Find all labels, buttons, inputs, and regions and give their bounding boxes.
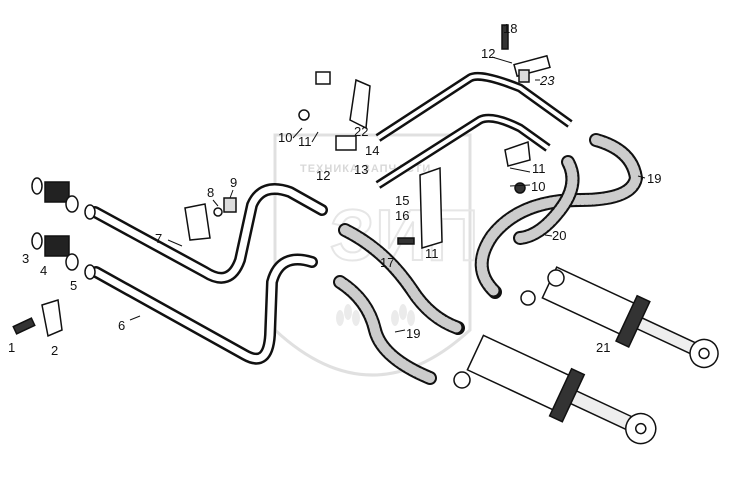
callout-7: 7 <box>155 231 162 246</box>
callout-10-right: 10 <box>531 179 545 194</box>
callout-14: 14 <box>365 143 379 158</box>
callout-3: 3 <box>22 251 29 266</box>
hydraulic-cylinders-21 <box>453 266 719 445</box>
callout-13: 13 <box>354 162 368 177</box>
callout-5: 5 <box>70 278 77 293</box>
callout-23: 23 <box>539 73 555 88</box>
callout-20: 20 <box>552 228 566 243</box>
steel-tubes-14 <box>375 71 573 189</box>
callout-11-right: 11 <box>532 161 546 176</box>
callout-11-upper: 11 <box>298 134 312 149</box>
callout-17: 17 <box>380 255 394 270</box>
callout-10-upper: 10 <box>278 130 292 145</box>
watermark-wheat-icon <box>336 304 415 326</box>
left-fittings <box>12 177 237 338</box>
callout-22: 22 <box>354 124 368 139</box>
callout-11-lower: 11 <box>425 246 439 261</box>
callout-6: 6 <box>118 318 125 333</box>
hose-7 <box>89 183 328 284</box>
callout-12-top: 12 <box>481 46 495 61</box>
callout-18: 18 <box>503 21 517 36</box>
tube-clamps <box>298 24 551 249</box>
callout-19-lower: 19 <box>406 326 420 341</box>
callout-16: 16 <box>395 208 409 223</box>
callout-12-mid: 12 <box>316 168 330 183</box>
rubber-hoses-19 <box>333 133 644 385</box>
callout-labels: 1 2 3 4 5 6 7 8 9 10 10 11 11 11 12 12 1… <box>8 21 661 358</box>
callout-15: 15 <box>395 193 409 208</box>
hose-6 <box>90 253 318 365</box>
callout-2: 2 <box>51 343 58 358</box>
callout-1: 1 <box>8 340 15 355</box>
callout-19-right: 19 <box>647 171 661 186</box>
callout-21: 21 <box>596 340 610 355</box>
callout-8: 8 <box>207 185 214 200</box>
callout-9: 9 <box>230 175 237 190</box>
callout-4: 4 <box>40 263 47 278</box>
leader-lines <box>129 56 646 333</box>
